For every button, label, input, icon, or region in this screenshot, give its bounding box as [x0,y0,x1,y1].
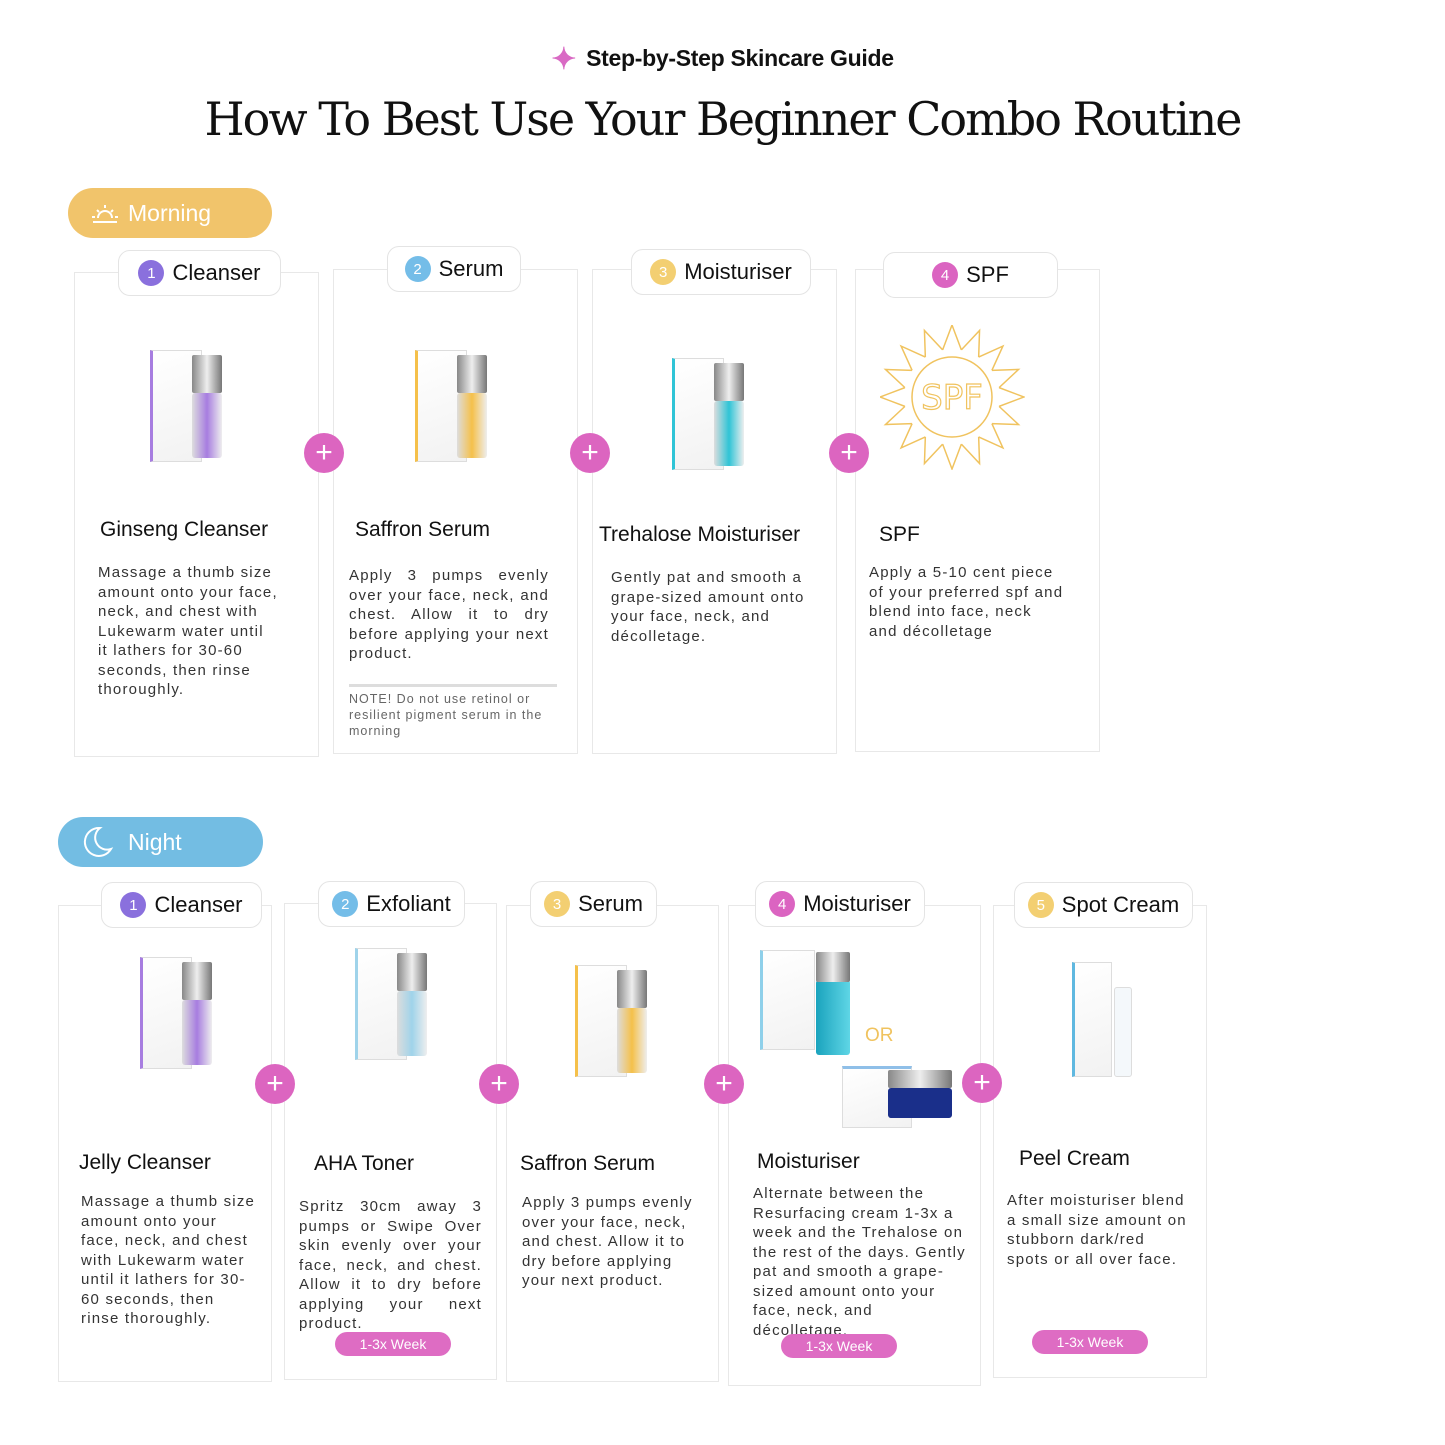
plus-icon: + [255,1064,295,1104]
frequency-badge: 1-3x Week [1032,1330,1148,1354]
sunrise-icon [92,205,118,223]
product-instructions: After moisturiser blend a small size amo… [1007,1192,1187,1268]
serum-product-image [415,350,565,500]
product-instructions: Spritz 30cm away 3 pumps or Swipe Over s… [299,1198,482,1332]
step-tab-label: Exfoliant [366,891,451,916]
sparkle-icon: ✦ [551,43,577,76]
step-number-badge: 2 [332,891,359,917]
step-tab-label: Serum [438,256,504,281]
cleanser-purple-product-image [140,957,290,1107]
spot-product-image [1072,962,1222,1112]
product-name: AHA Toner [314,1152,415,1175]
cleanser-purple-product-image [150,350,300,500]
night-text: Night [128,828,182,855]
plus-icon: + [704,1064,744,1104]
product-instructions: Gently pat and smooth a grape-sized amou… [611,569,805,645]
product-name: Jelly Cleanser [79,1151,211,1174]
product-instructions: Apply 3 pumps evenly over your face, nec… [522,1194,693,1289]
step-tab-label: Spot Cream [1061,892,1180,917]
moist-product-image [672,358,822,508]
step-tab: 1 Cleanser [101,882,262,928]
step-number-badge: 4 [769,891,796,917]
step-tab-label: Cleanser [172,260,261,285]
product-name: SPF [879,523,920,546]
step-card [333,269,578,754]
product-instructions: Apply 3 pumps evenly over your face, nec… [349,567,549,662]
serum-product-image [575,965,725,1115]
product-instructions: Apply a 5-10 cent piece of your preferre… [869,564,1064,640]
step-tab: 4 SPF [883,252,1058,298]
step-tab-label: Moisturiser [684,259,792,284]
svg-text:SPF: SPF [921,378,983,418]
toner-product-image [355,948,505,1098]
product-instructions: Alternate between the Resurfacing cream … [753,1185,966,1339]
step-tab: 3 Moisturiser [631,249,811,295]
morning-label: Morning [68,188,272,238]
step-tab-label: Moisturiser [803,891,911,916]
step-number-badge: 2 [404,256,431,282]
step-number-badge: 1 [138,260,165,286]
moist2-product-image: OR [758,950,952,1128]
step-tab-label: Serum [578,891,643,916]
step-tab: 2 Exfoliant [318,881,465,927]
product-name: Trehalose Moisturiser [599,523,801,546]
step-tab: 1 Cleanser [118,250,281,296]
sun-spf-icon: SPF [877,322,1027,472]
step-card [592,269,837,754]
product-name: Peel Cream [1019,1147,1130,1170]
subtitle-text: Step-by-Step Skincare Guide [586,45,894,71]
step-number-badge: 4 [932,262,959,288]
plus-icon: + [829,433,869,473]
plus-icon: + [304,433,344,473]
product-instructions: Massage a thumb size amount onto your fa… [98,564,278,698]
step-card [284,903,497,1380]
plus-icon: + [479,1064,519,1104]
guide-subtitle: ✦ Step-by-Step Skincare Guide [0,42,1445,77]
step-tab-label: Cleanser [154,892,243,917]
frequency-badge: 1-3x Week [335,1332,451,1356]
step-tab-label: SPF [966,262,1009,287]
plus-icon: + [962,1063,1002,1103]
step-card [855,269,1100,752]
product-name: Ginseng Cleanser [100,518,269,541]
product-name: Saffron Serum [520,1152,656,1175]
spf-product-image: SPF [877,322,1030,475]
step-number-badge: 3 [544,891,571,917]
plus-icon: + [570,433,610,473]
product-instructions: Massage a thumb size amount onto your fa… [81,1193,256,1327]
step-tab: 3 Serum [530,881,657,927]
step-tab: 4 Moisturiser [755,881,925,927]
step-number-badge: 1 [120,892,147,918]
step-number-badge: 3 [650,259,677,285]
step-number-badge: 5 [1027,892,1054,918]
or-label: OR [865,1025,894,1046]
usage-note: NOTE! Do not use retinol or resilient pi… [349,684,557,739]
morning-text: Morning [128,199,212,226]
step-tab: 2 Serum [387,246,521,292]
frequency-badge: 1-3x Week [781,1334,897,1358]
moon-icon [83,826,114,857]
night-label: Night [58,817,263,867]
product-name: Saffron Serum [355,518,491,541]
page-title: How To Best Use Your Beginner Combo Rout… [204,92,1242,146]
step-tab: 5 Spot Cream [1014,882,1193,928]
product-name: Moisturiser [757,1150,860,1173]
